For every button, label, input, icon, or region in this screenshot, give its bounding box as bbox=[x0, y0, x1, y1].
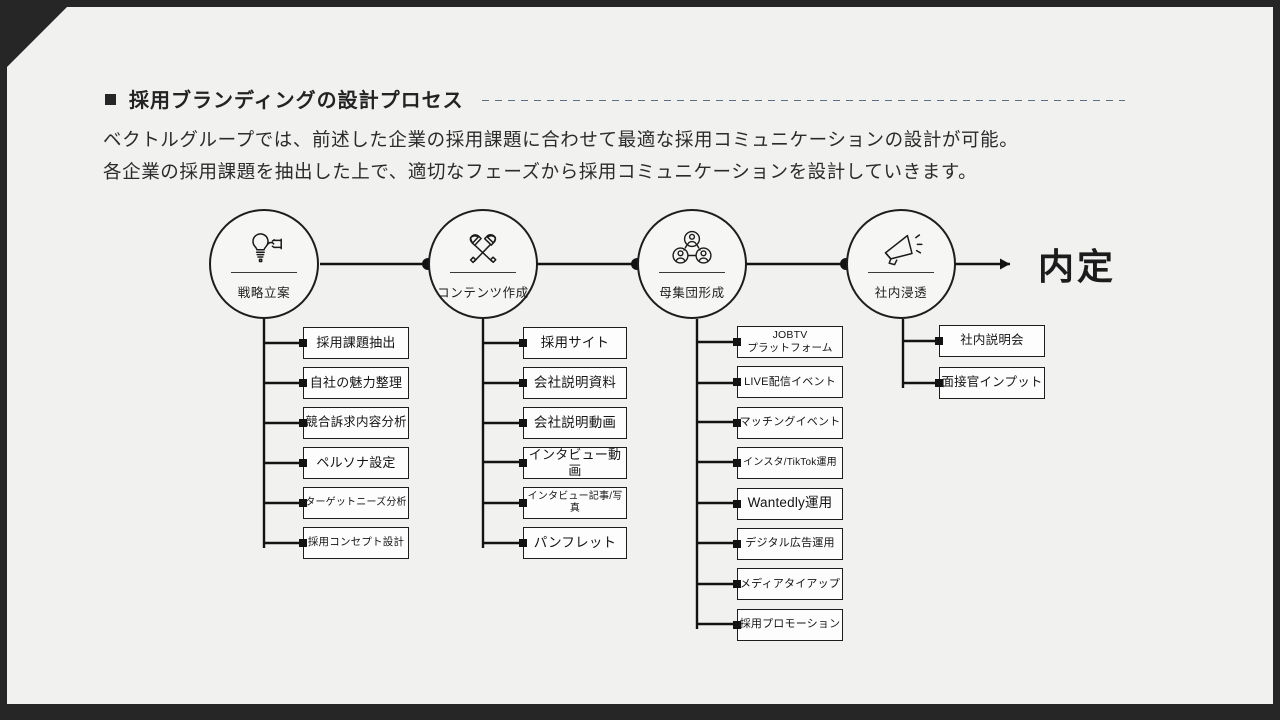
branch-connector-dot bbox=[299, 339, 307, 347]
branch-connector-dot bbox=[733, 580, 741, 589]
branch-connector-dot bbox=[935, 379, 943, 387]
node-divider bbox=[450, 272, 516, 273]
branch-connector-dot bbox=[519, 539, 527, 547]
item-box-label: 採用サイト bbox=[540, 334, 610, 350]
lead-paragraph: ベクトルグループでは、前述した企業の採用課題に合わせて最適な採用コミュニケーショ… bbox=[103, 124, 1143, 188]
lead-line-2: 各企業の採用課題を抽出した上で、適切なフェーズから採用コミュニケーションを設計し… bbox=[103, 161, 978, 182]
branch-connector-dot bbox=[733, 338, 741, 346]
item-box[interactable]: メディアタイアップ bbox=[737, 568, 843, 601]
stage-node-strategy[interactable]: 戦略立案 bbox=[209, 209, 319, 319]
lead-line-1: ベクトルグループでは、前述した企業の採用課題に合わせて最適な採用コミュニケーショ… bbox=[103, 129, 1019, 150]
branch-connector-dot bbox=[733, 499, 741, 508]
stage-label: 戦略立案 bbox=[237, 286, 291, 300]
item-box[interactable]: インタビュー動画 bbox=[523, 447, 627, 479]
stage-node-content[interactable]: コンテンツ作成 bbox=[428, 209, 538, 319]
section-heading: 採用ブランディングの設計プロセス bbox=[105, 84, 1125, 113]
item-box-label: 採用コンセプト設計 bbox=[307, 536, 405, 549]
lightbulb-plug-icon bbox=[241, 227, 287, 269]
item-box[interactable]: Wantedly運用 bbox=[737, 487, 843, 520]
item-box-label: 会社説明資料 bbox=[533, 374, 617, 390]
heading-dashed-rule bbox=[481, 99, 1125, 101]
stage-node-pool[interactable]: 母集団形成 bbox=[637, 209, 747, 319]
slide-panel bbox=[7, 7, 1273, 704]
branch-connector-dot bbox=[519, 499, 527, 507]
page-title: 採用ブランディングの設計プロセス bbox=[129, 90, 464, 112]
branch-connector-dot bbox=[299, 539, 307, 547]
item-box-label: 自社の魅力整理 bbox=[309, 374, 403, 390]
megaphone-icon bbox=[878, 227, 924, 269]
stage-node-internal[interactable]: 社内浸透 bbox=[846, 209, 956, 319]
item-box[interactable]: LIVE配信イベント bbox=[737, 366, 843, 399]
item-box[interactable]: 採用サイト bbox=[523, 327, 627, 359]
branch-connector-dot bbox=[733, 378, 741, 387]
item-box[interactable]: インタビュー記事/写真 bbox=[523, 487, 627, 519]
item-box-label: デジタル広告運用 bbox=[745, 537, 835, 550]
branch-connector-dot bbox=[733, 418, 741, 427]
item-box-label: ターゲットニーズ分析 bbox=[305, 496, 407, 508]
item-box-label: インスタ/TikTok運用 bbox=[743, 456, 837, 468]
hammer-tools-icon bbox=[461, 227, 505, 269]
item-box[interactable]: 採用コンセプト設計 bbox=[303, 527, 409, 559]
item-box[interactable]: 採用課題抽出 bbox=[303, 327, 409, 359]
item-box[interactable]: 会社説明資料 bbox=[523, 367, 627, 399]
item-box[interactable]: 自社の魅力整理 bbox=[303, 367, 409, 399]
item-box-label: Wantedly運用 bbox=[747, 495, 833, 511]
item-box-label: 会社説明動画 bbox=[533, 414, 617, 430]
item-box[interactable]: マッチングイベント bbox=[737, 406, 843, 439]
branch-connector-dot bbox=[519, 459, 527, 467]
stage-label: 社内浸透 bbox=[874, 286, 928, 300]
item-box-label: 社内説明会 bbox=[960, 333, 1024, 348]
branch-connector-dot bbox=[299, 419, 307, 427]
item-box[interactable]: 面接官インプット bbox=[939, 367, 1045, 399]
outcome-label: 内定 bbox=[1038, 246, 1117, 287]
item-box-label: 採用課題抽出 bbox=[316, 334, 396, 350]
branch-connector-dot bbox=[733, 540, 741, 548]
item-box-label: マッチングイベント bbox=[739, 415, 841, 428]
node-divider bbox=[659, 272, 725, 273]
stage-label: 母集団形成 bbox=[659, 286, 725, 300]
branch-connector-dot bbox=[299, 379, 307, 387]
item-box[interactable]: 採用プロモーション bbox=[737, 608, 843, 641]
branch-connector-dot bbox=[519, 379, 527, 387]
node-divider bbox=[868, 272, 934, 273]
item-box[interactable]: 社内説明会 bbox=[939, 325, 1045, 357]
item-box-label: 競合訴求内容分析 bbox=[305, 415, 407, 430]
item-box-label: LIVE配信イベント bbox=[744, 375, 836, 388]
item-box[interactable]: デジタル広告運用 bbox=[737, 528, 843, 560]
branch-connector-dot bbox=[935, 337, 943, 345]
branch-connector-dot bbox=[733, 459, 741, 468]
branch-connector-dot bbox=[519, 419, 527, 427]
branch-connector-dot bbox=[299, 499, 307, 507]
item-box[interactable]: 会社説明動画 bbox=[523, 407, 627, 439]
branch-connector-dot bbox=[733, 620, 741, 629]
square-bullet-icon bbox=[105, 94, 116, 105]
item-box[interactable]: ターゲットニーズ分析 bbox=[303, 487, 409, 519]
item-box[interactable]: ペルソナ設定 bbox=[303, 447, 409, 479]
branch-connector-dot bbox=[299, 459, 307, 467]
item-box-label: 面接官インプット bbox=[941, 375, 1043, 390]
item-box-label: パンフレット bbox=[533, 534, 617, 550]
people-network-icon bbox=[670, 227, 714, 269]
node-divider bbox=[231, 272, 297, 273]
item-box-label: メディアタイアップ bbox=[739, 577, 841, 590]
item-box-label: 採用プロモーション bbox=[739, 617, 841, 630]
item-box[interactable]: 競合訴求内容分析 bbox=[303, 407, 409, 439]
item-box-label: インタビュー記事/写真 bbox=[527, 490, 623, 515]
item-box-label: インタビュー動画 bbox=[528, 446, 622, 478]
item-box[interactable]: パンフレット bbox=[523, 527, 627, 559]
branch-connector-dot bbox=[519, 339, 527, 347]
stage-label: コンテンツ作成 bbox=[437, 286, 529, 300]
item-box[interactable]: インスタ/TikTok運用 bbox=[737, 447, 843, 480]
item-box-label: ペルソナ設定 bbox=[316, 454, 396, 470]
